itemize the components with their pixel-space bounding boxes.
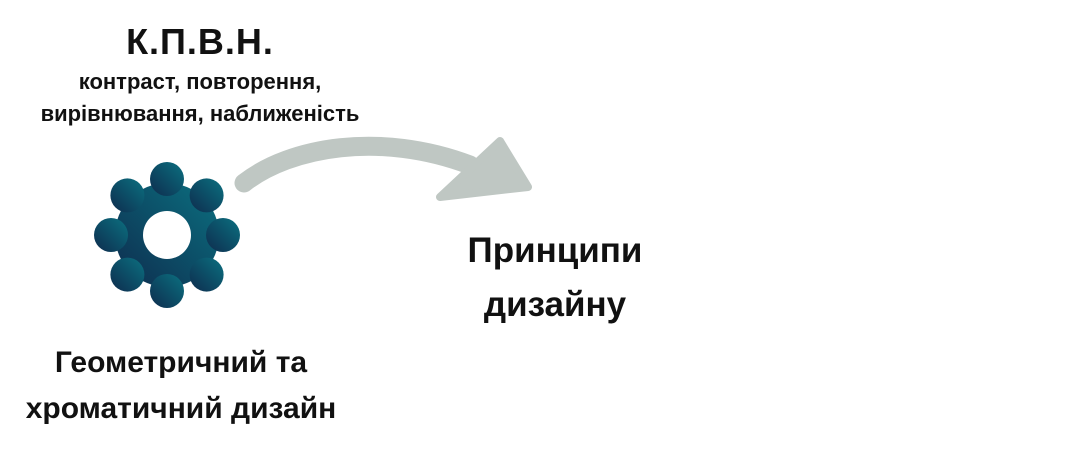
curved-arrow: [234, 136, 532, 201]
gear-tooth: [189, 178, 224, 213]
subtitle-line-2: вирівнювання, наближеність: [40, 101, 360, 126]
title-block: К.П.В.Н. контраст, повторення, вирівнюва…: [0, 18, 400, 130]
diagram-title: К.П.В.Н.: [126, 21, 274, 62]
gear-tooth: [94, 218, 128, 252]
gear-tooth: [206, 218, 240, 252]
gear-tooth: [150, 162, 184, 196]
subtitle-line-1: контраст, повторення,: [78, 69, 322, 94]
gear-tooth: [110, 257, 145, 292]
design-principles-label: Принципи дизайну: [440, 224, 670, 332]
gear-icon: [94, 162, 240, 308]
caption-line-1: Геометричний та: [54, 346, 308, 379]
principles-line-2: дизайну: [483, 285, 627, 324]
gear-tooth: [189, 257, 224, 292]
gear-tooth: [150, 274, 184, 308]
geometric-chromatic-design-label: Геометричний та хроматичний дизайн: [0, 340, 362, 432]
gear-tooth: [110, 178, 145, 213]
principles-line-1: Принципи: [467, 231, 643, 270]
caption-line-2: хроматичний дизайн: [25, 392, 337, 425]
